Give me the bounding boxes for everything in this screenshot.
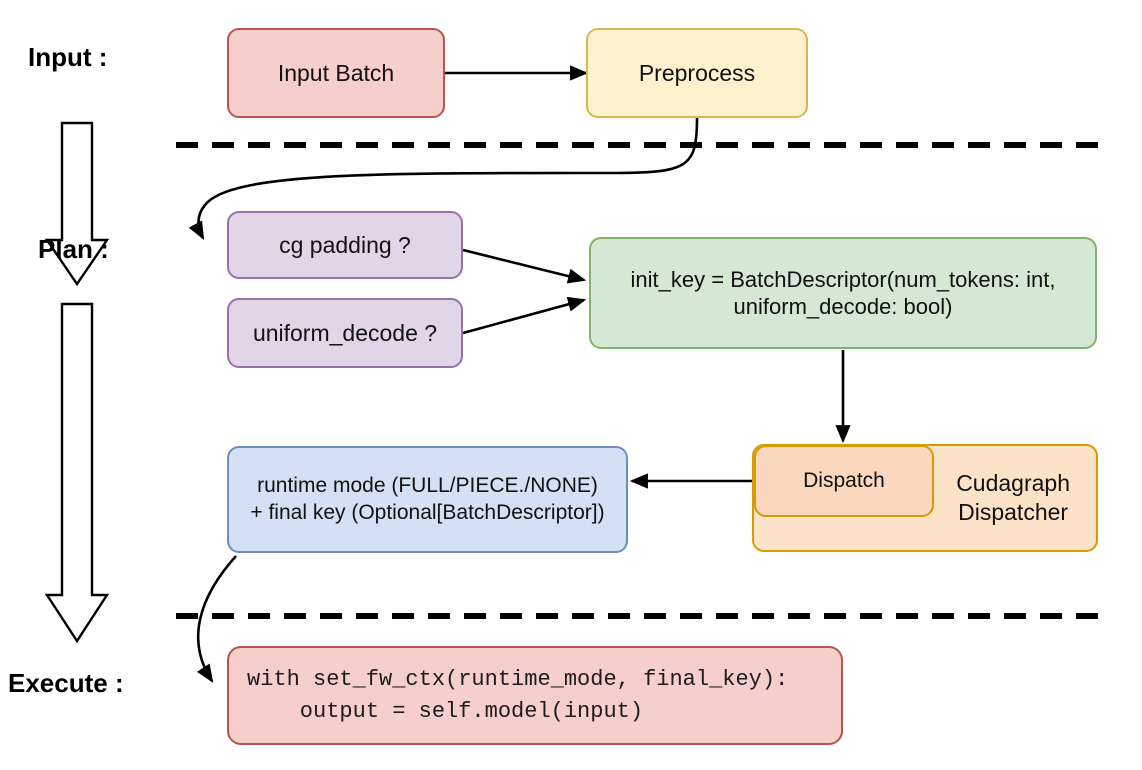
node-cg-padding-label: cg padding ? (279, 231, 411, 258)
node-runtime-mode-line1: runtime mode (FULL/PIECE./NONE) (257, 474, 598, 498)
edge-uniform-decode-to-init-key (462, 296, 587, 335)
node-dispatch-label: Dispatch (803, 468, 885, 492)
node-init-key[interactable]: init_key = BatchDescriptor(num_tokens: i… (589, 237, 1097, 349)
node-dispatch[interactable]: Dispatch (754, 445, 934, 517)
node-preprocess[interactable]: Preprocess (586, 28, 808, 118)
node-runtime-mode[interactable]: runtime mode (FULL/PIECE./NONE) + final … (227, 446, 628, 553)
stage-label-plan: Plan : (38, 234, 109, 264)
stage-label-execute: Execute : (8, 668, 124, 698)
node-init-key-line1: init_key = BatchDescriptor(num_tokens: i… (630, 266, 1056, 292)
node-init-key-line2: uniform_decode: bool) (733, 294, 953, 319)
node-cudagraph-dispatcher-line2: Dispatcher (958, 499, 1069, 525)
stage-label-input: Input : (28, 42, 108, 72)
node-cudagraph-dispatcher-text: Cudagraph Dispatcher (956, 469, 1070, 527)
node-uniform-decode[interactable]: uniform_decode ? (227, 298, 463, 368)
execute-code-line1: with set_fw_ctx(runtime_mode, final_key)… (247, 667, 789, 692)
node-cudagraph-dispatcher-line1: Cudagraph (956, 470, 1070, 497)
node-execute-code[interactable]: with set_fw_ctx(runtime_mode, final_key)… (227, 646, 843, 745)
execute-code-line2: output = self.model(input) (247, 698, 644, 724)
node-preprocess-label: Preprocess (638, 59, 756, 86)
node-uniform-decode-label: uniform_decode ? (252, 319, 438, 346)
stage-arrow-plan-to-execute (44, 302, 110, 644)
node-input-batch[interactable]: Input Batch (227, 28, 445, 118)
node-runtime-mode-line2: + final key (Optional[BatchDescriptor]) (250, 500, 605, 524)
edge-cg-padding-to-init-key (462, 248, 587, 284)
node-cg-padding[interactable]: cg padding ? (227, 211, 463, 279)
node-input-batch-label: Input Batch (277, 59, 395, 86)
